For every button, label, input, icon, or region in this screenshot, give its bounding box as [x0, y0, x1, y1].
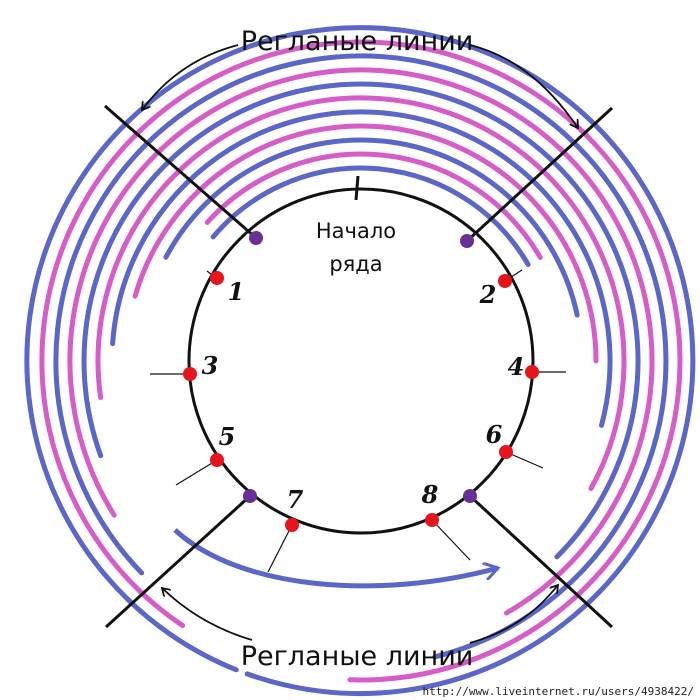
start-label-line2: ряда [329, 252, 382, 276]
stitch-marker-dot [285, 518, 299, 532]
stitch-marker-dot [183, 367, 197, 381]
marker-dots [183, 231, 539, 532]
row-arc [24, 25, 696, 697]
stitch-marker-dot [210, 271, 224, 285]
marker-number-1: 1 [228, 277, 245, 306]
stitch-marker-dot [210, 453, 224, 467]
marker-number-4: 4 [508, 352, 525, 381]
row-arc [204, 151, 543, 260]
raglan-marker-dot [463, 489, 477, 503]
marker-number-5: 5 [219, 422, 236, 451]
marker-number-7: 7 [287, 485, 304, 514]
raglan-line-bottom-right [468, 494, 614, 629]
row-arc [110, 109, 613, 428]
marker-number-2: 2 [479, 280, 497, 309]
watermark-url: http://www.liveinternet.ru/users/4938422… [422, 685, 694, 698]
final-row-arrow [173, 528, 498, 589]
bottom-arrow-right [469, 585, 558, 644]
base-circle [187, 187, 535, 535]
stitch-marker-dot [425, 513, 439, 527]
top-arrow-left [142, 44, 239, 110]
raglan-marker-dot [460, 234, 474, 248]
row-arc [39, 39, 683, 683]
row-arc [163, 137, 580, 318]
marker-number-8: 8 [421, 480, 439, 509]
marker-number-3: 3 [202, 351, 219, 380]
row-start-tick [354, 175, 360, 201]
stitch-marker-dot [498, 274, 512, 288]
top-label: Регланые линии [241, 26, 474, 57]
row-arc [210, 165, 531, 267]
marker-number-6: 6 [486, 420, 503, 449]
bottom-label: Регланые линии [241, 641, 474, 672]
knit-rows [24, 25, 696, 697]
raglan-marker-dot [249, 231, 263, 245]
stitch-marker-dot [525, 365, 539, 379]
stitch-marker-dot [499, 445, 513, 459]
raglan-marker-dot [243, 489, 257, 503]
row-arc [132, 123, 599, 364]
bottom-arrow-left [162, 588, 253, 641]
row-arc [67, 67, 655, 616]
row-arc [95, 95, 627, 491]
raglan-line-bottom-left [104, 494, 252, 629]
marker-numbers: 1 2 3 4 5 6 7 8 [202, 277, 525, 514]
raglan-line-top-right [465, 106, 614, 243]
raglan-line-top-left [104, 104, 256, 239]
row-arc [53, 53, 669, 660]
raglan-lines [104, 104, 614, 629]
start-label-line1: Начало [316, 219, 396, 243]
row-arc [81, 81, 641, 560]
top-arrow-right [469, 44, 578, 128]
